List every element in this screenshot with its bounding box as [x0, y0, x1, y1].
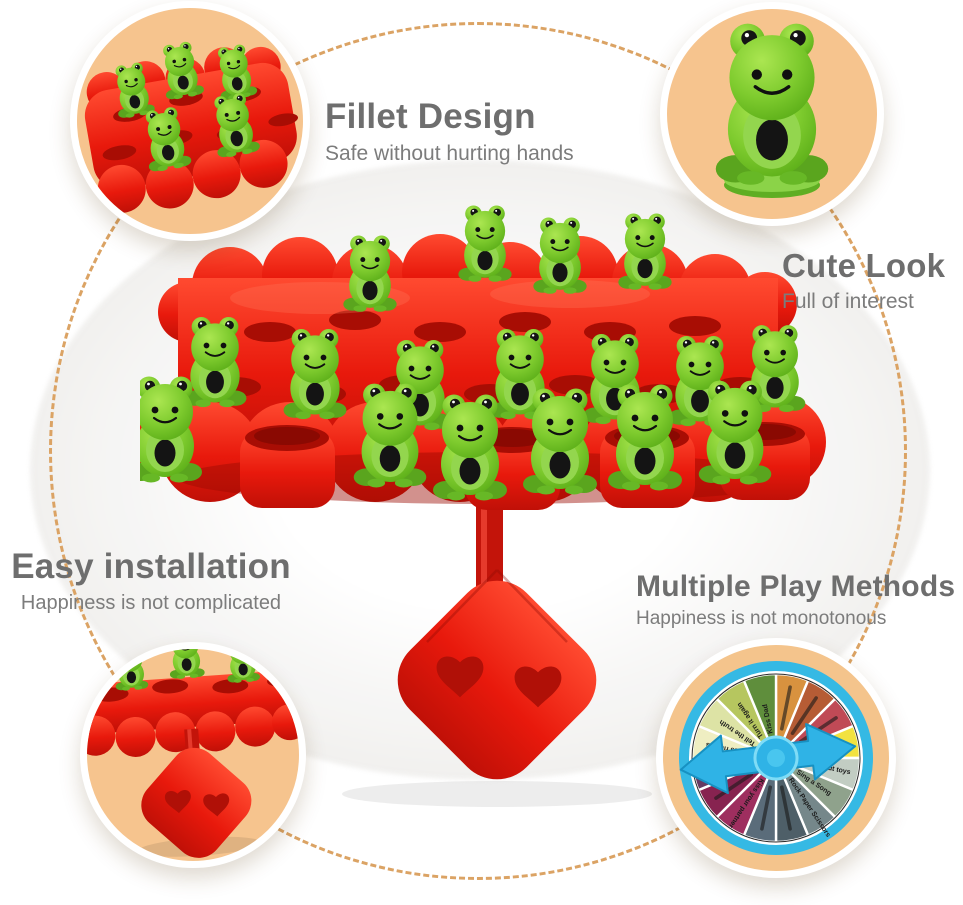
feature-multiple-play-methods: Multiple Play Methods Happiness is not m… — [636, 571, 955, 631]
frog-figure-large — [714, 22, 830, 187]
feature-subtitle: Happiness is not complicated — [20, 592, 282, 615]
balance-tree-product-photo — [140, 204, 826, 807]
feature-subtitle: Full of interest — [782, 290, 914, 314]
heart-base — [397, 569, 597, 780]
feature-title: Fillet Design — [325, 97, 536, 136]
thumb-easy-installation-photo — [80, 642, 306, 868]
product-shadow — [342, 781, 652, 807]
feature-easy-installation: Easy installation Happiness is not compl… — [0, 547, 302, 615]
feature-subtitle: Happiness is not monotonous — [636, 608, 887, 630]
dashed-circle-decoration — [49, 22, 907, 880]
feature-title: Cute Look — [782, 247, 946, 284]
thumb-tray — [84, 39, 299, 213]
thumb-fillet-design-photo — [70, 1, 310, 241]
feature-title: Multiple Play Methods — [636, 570, 956, 603]
thumb-cute-look-photo — [660, 2, 884, 226]
feature-fillet-design: Fillet Design Safe without hurting hands — [325, 97, 574, 167]
feature-title: Easy installation — [11, 547, 291, 586]
feature-cute-look: Cute Look Full of interest — [782, 247, 946, 315]
feature-subtitle: Safe without hurting hands — [325, 142, 574, 166]
thumb-assembled-tree — [87, 649, 299, 858]
